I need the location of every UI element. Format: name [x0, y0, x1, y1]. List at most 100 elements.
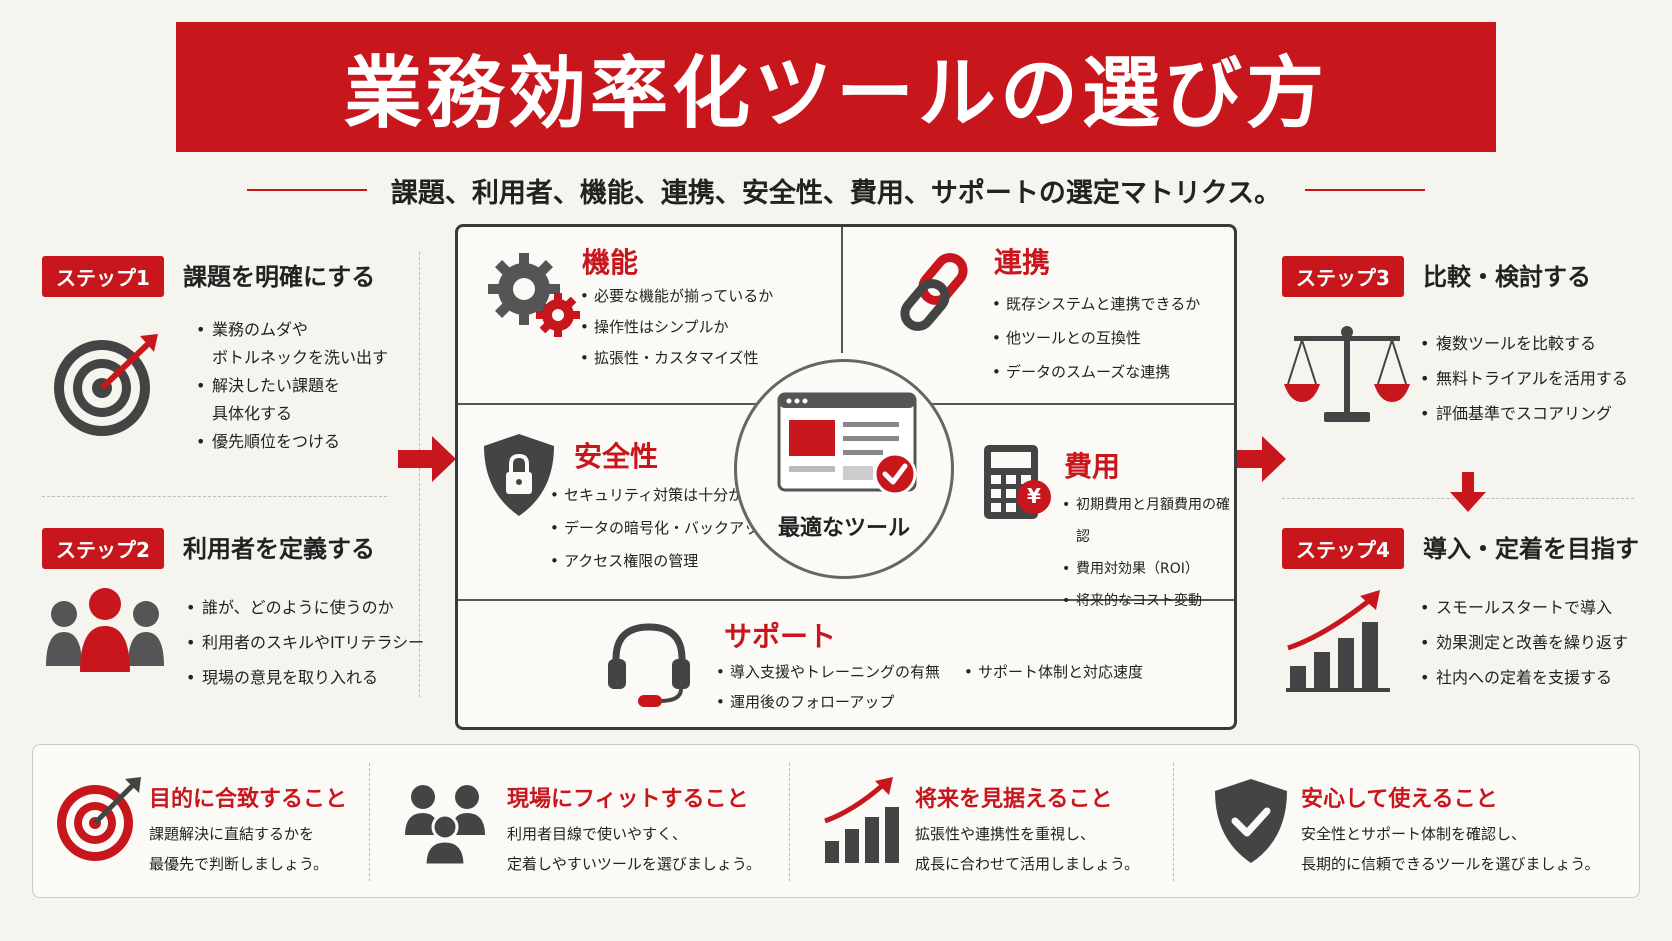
- list-item: 無料トライアルを活用する: [1418, 361, 1628, 396]
- step-divider: [42, 496, 387, 497]
- step-4-list: スモールスタートで導入 効果測定と改善を繰り返す 社内への定着を支援する: [1418, 590, 1628, 695]
- key-points-panel: 目的に合致すること 課題解決に直結するかを 最優先で判断しましょう。 現場にフィ…: [32, 744, 1640, 898]
- list-item: データのスムーズな連携: [990, 355, 1200, 389]
- point-1-desc: 課題解決に直結するかを 最優先で判断しましょう。: [149, 819, 328, 879]
- step-2-header: ステップ2 利用者を定義する: [42, 528, 442, 569]
- chain-link-icon: [900, 253, 968, 331]
- yen-symbol: ¥: [1027, 484, 1041, 508]
- list-item: ボトルネックを洗い出す: [212, 348, 389, 367]
- point-1-line: 課題解決に直結するかを: [149, 825, 315, 843]
- calculator-icon: [984, 445, 1051, 519]
- list-item: データの暗号化・バックアップ: [548, 512, 774, 545]
- list-item: 利用者のスキルやITリテラシー: [184, 625, 424, 660]
- center-label: 最適なツール: [777, 516, 910, 541]
- list-item: 複数ツールを比較する: [1418, 326, 1628, 361]
- renkei-list: 既存システムと連携できるか 他ツールとの互換性 データのスムーズな連携: [990, 287, 1200, 389]
- step-1-list: 業務のムダや ボトルネックを洗い出す 解決したい課題を 具体化する 優先順位をつ…: [194, 316, 388, 456]
- point-divider: [1173, 763, 1174, 881]
- point-4-line: 安全性とサポート体制を確認し、: [1301, 825, 1527, 843]
- support-title: サポート: [724, 620, 837, 653]
- list-item: セキュリティ対策は十分か: [548, 479, 774, 512]
- subtitle-row: 課題、利用者、機能、連携、安全性、費用、サポートの選定マトリクス。: [176, 168, 1496, 212]
- subtitle-line-left: [246, 189, 367, 191]
- list-item: 誰が、どのように使うのか: [184, 590, 424, 625]
- point-2-line: 定着しやすいツールを選びましょう。: [507, 855, 761, 873]
- title-banner: 業務効率化ツールの選び方: [176, 22, 1496, 152]
- point-divider: [789, 763, 790, 881]
- page-title: 業務効率化ツールの選び方: [343, 49, 1328, 139]
- point-2-line: 利用者目線で使いやすく、: [507, 825, 688, 843]
- list-item: 拡張性・カスタマイズ性: [578, 343, 773, 374]
- list-item: 必要な機能が揃っているか: [578, 281, 773, 312]
- kinou-list: 必要な機能が揃っているか 操作性はシンプルか 拡張性・カスタマイズ性: [578, 281, 773, 374]
- list-item: 優先順位をつける: [194, 428, 388, 456]
- list-item: 既存システムと連携できるか: [990, 287, 1200, 321]
- growth-chart-icon: [1286, 590, 1390, 692]
- step-4-header: ステップ4 導入・定着を目指す: [1282, 528, 1662, 569]
- step-2-title: 利用者を定義する: [183, 535, 376, 563]
- headset-icon: [608, 623, 690, 707]
- target-icon: [57, 777, 141, 861]
- anzen-list: セキュリティ対策は十分か データの暗号化・バックアップ アクセス権限の管理: [548, 479, 774, 578]
- point-2-desc: 利用者目線で使いやすく、 定着しやすいツールを選びましょう。: [507, 819, 761, 879]
- step-1-badge: ステップ1: [42, 256, 164, 297]
- hiyou-list: 初期費用と月額費用の確認 費用対効果（ROI） 将来的なコスト変動: [1060, 489, 1234, 617]
- kinou-title: 機能: [582, 246, 639, 279]
- list-item: アクセス権限の管理: [548, 545, 774, 578]
- list-item: 業務のムダや: [194, 316, 388, 344]
- step-4-badge: ステップ4: [1282, 528, 1404, 569]
- step-1-header: ステップ1 課題を明確にする: [42, 256, 422, 297]
- list-item: スモールスタートで導入: [1418, 590, 1628, 625]
- point-4-title: 安心して使えること: [1301, 787, 1498, 812]
- list-item: 解決したい課題を: [194, 372, 388, 400]
- point-1-title: 目的に合致すること: [149, 787, 348, 812]
- hiyou-title: 費用: [1064, 450, 1121, 483]
- team-icon: [405, 785, 485, 865]
- point-3-desc: 拡張性や連携性を重視し、 成長に合わせて活用しましょう。: [915, 819, 1139, 879]
- step-2-badge: ステップ2: [42, 528, 164, 569]
- app-window-icon: [777, 392, 917, 496]
- growth-chart-icon: [824, 777, 899, 863]
- arrow-down-icon: [1450, 472, 1486, 512]
- step-4-title: 導入・定着を目指す: [1423, 535, 1640, 563]
- support-list-left: 導入支援やトレーニングの有無 運用後のフォローアップ: [714, 657, 940, 717]
- list-item: 効果測定と改善を繰り返す: [1418, 625, 1628, 660]
- list-item: 費用対効果（ROI）: [1060, 553, 1234, 585]
- list-item: 現場の意見を取り入れる: [184, 660, 424, 695]
- list-item: 評価基準でスコアリング: [1418, 396, 1628, 431]
- matrix-line-v: [841, 227, 843, 353]
- step-1-title: 課題を明確にする: [183, 263, 376, 291]
- step-3-list: 複数ツールを比較する 無料トライアルを活用する 評価基準でスコアリング: [1418, 326, 1628, 431]
- list-item: サポート体制と対応速度: [962, 657, 1143, 687]
- step-3-badge: ステップ3: [1282, 256, 1404, 297]
- list-item: 将来的なコスト変動: [1060, 585, 1234, 617]
- step-3-title: 比較・検討する: [1423, 263, 1592, 291]
- list-item: 初期費用と月額費用の確認: [1060, 489, 1234, 553]
- list-item: 運用後のフォローアップ: [714, 687, 940, 717]
- list-item: 社内への定着を支援する: [1418, 660, 1628, 695]
- list-item: 操作性はシンプルか: [578, 312, 773, 343]
- target-icon: [54, 334, 158, 436]
- renkei-title: 連携: [994, 246, 1051, 279]
- gear-icon: [488, 253, 580, 337]
- point-2-title: 現場にフィットすること: [507, 787, 749, 812]
- left-column-divider: [419, 252, 420, 697]
- shield-lock-icon: [484, 434, 554, 516]
- page-subtitle: 課題、利用者、機能、連携、安全性、費用、サポートの選定マトリクス。: [390, 177, 1282, 209]
- point-divider: [369, 763, 370, 881]
- step-3-header: ステップ3 比較・検討する: [1282, 256, 1662, 297]
- arrow-right-icon: [398, 436, 456, 482]
- support-list-right: サポート体制と対応速度: [962, 657, 1143, 687]
- point-3-line: 成長に合わせて活用しましょう。: [915, 855, 1140, 873]
- users-icon: [46, 588, 164, 672]
- shield-check-icon: [1215, 779, 1287, 863]
- point-4-line: 長期的に信頼できるツールを選びましょう。: [1301, 855, 1600, 873]
- step-2-list: 誰が、どのように使うのか 利用者のスキルやITリテラシー 現場の意見を取り入れる: [184, 590, 424, 695]
- balance-scale-icon: [1284, 326, 1410, 422]
- center-circle: 最適なツール: [734, 359, 954, 579]
- list-item: 具体化する: [212, 404, 293, 423]
- subtitle-line-right: [1305, 189, 1426, 191]
- list-item: 他ツールとの互換性: [990, 321, 1200, 355]
- arrow-right-icon: [1236, 436, 1286, 482]
- point-3-title: 将来を見据えること: [915, 787, 1113, 812]
